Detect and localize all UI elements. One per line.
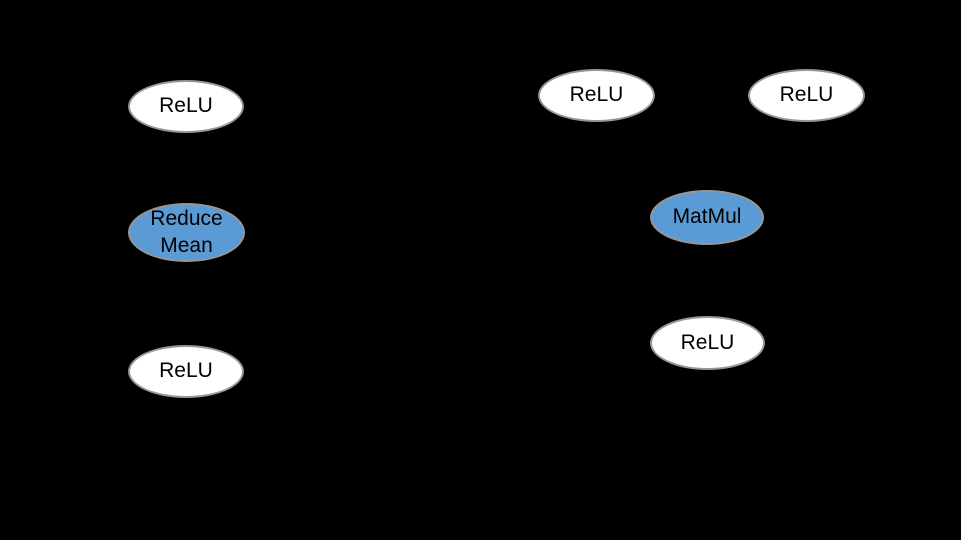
node-matmul: MatMul [650,190,764,245]
node-relu-right-bottom: ReLU [650,316,765,370]
node-reduce-mean: Reduce Mean [128,203,245,262]
node-label: ReLU [680,330,735,354]
node-relu-left-top: ReLU [128,80,244,133]
node-relu-left-bottom: ReLU [128,345,244,398]
node-relu-right-top-left: ReLU [538,69,655,122]
node-label: Reduce Mean [150,206,223,257]
node-label: ReLU [569,83,624,107]
node-label: ReLU [779,83,834,107]
node-relu-right-top-right: ReLU [748,69,865,122]
node-label: ReLU [159,94,213,118]
node-label: ReLU [159,359,213,383]
node-label: MatMul [672,205,742,229]
